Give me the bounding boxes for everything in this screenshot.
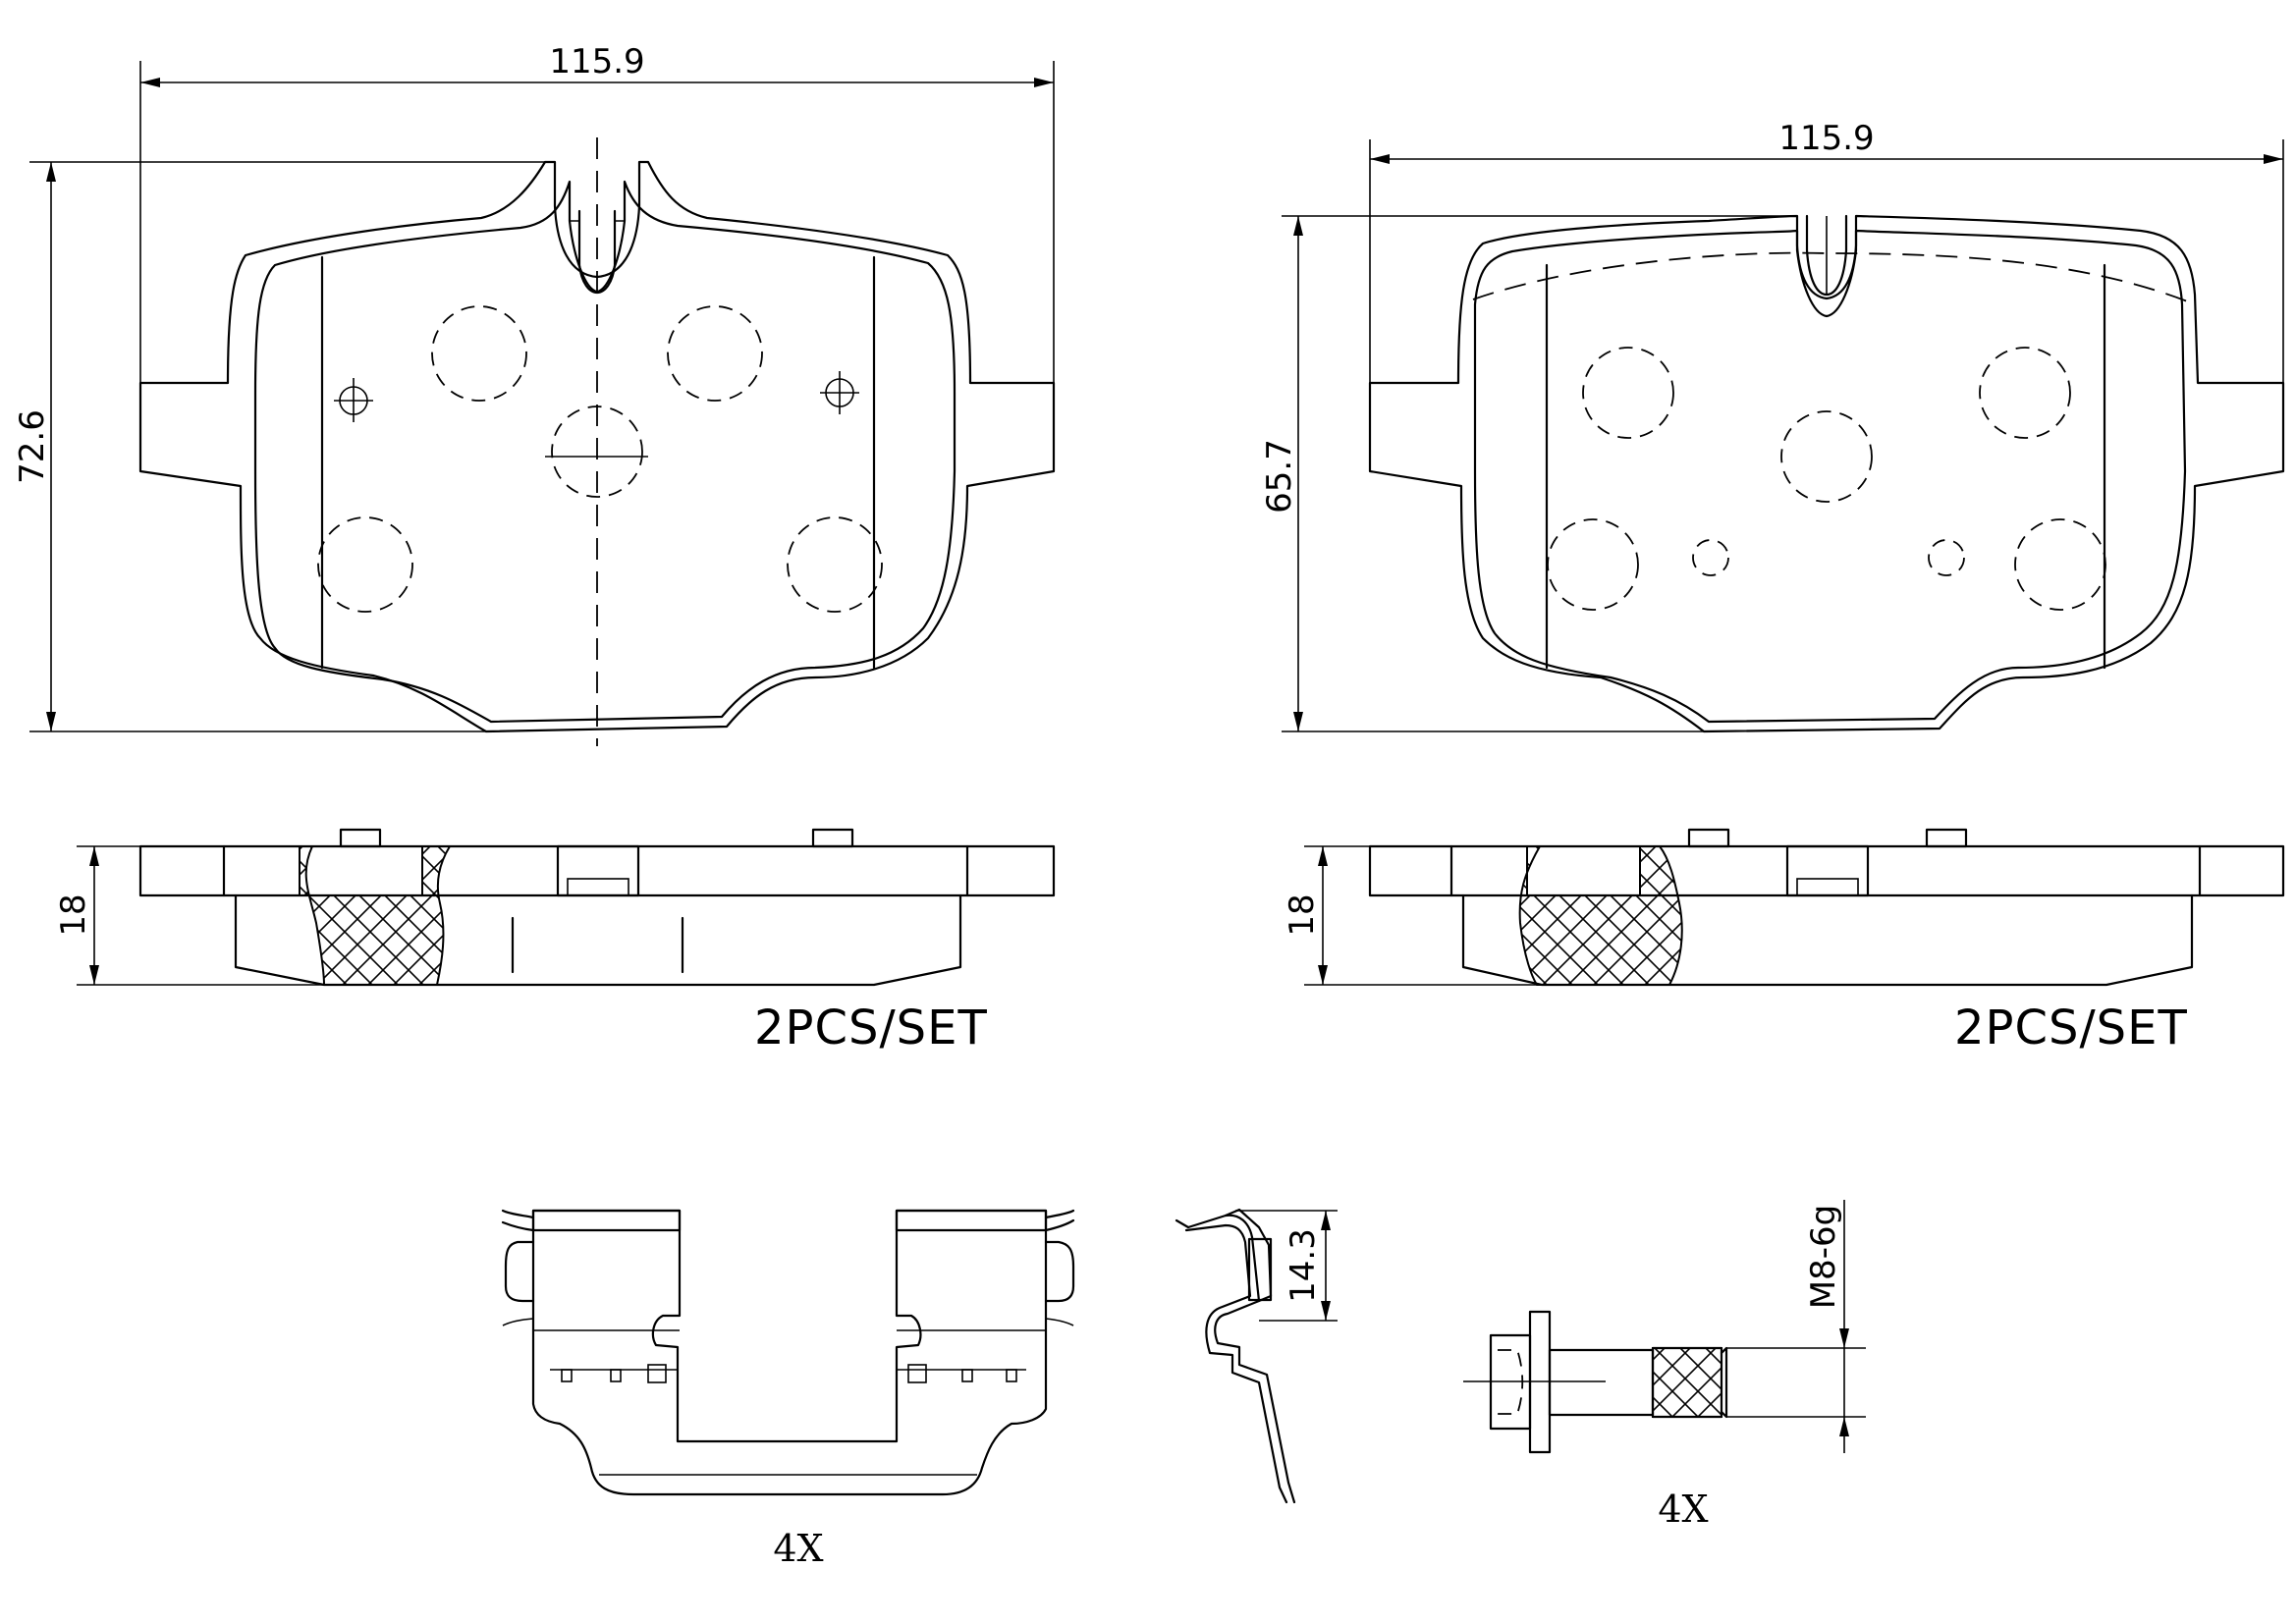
left-width-label: 115.9 xyxy=(549,42,644,81)
left-set-note: 2PCS/SET xyxy=(754,1001,988,1055)
clip-tabs xyxy=(550,1364,1026,1383)
right-backing-plate xyxy=(1368,214,2285,733)
left-crosshair-hole xyxy=(820,371,859,414)
left-piston-circle xyxy=(317,516,413,613)
left-piston-circle xyxy=(551,406,643,498)
right-pad-side-view: 18 2PCS/SET xyxy=(1283,828,2285,1055)
spring-height-dimension: 14.3 xyxy=(1235,1210,1338,1322)
guide-bolt-drawing: M8-6g 4X xyxy=(1463,1200,1866,1531)
right-piston-circle xyxy=(2014,518,2106,611)
left-width-dimension: 115.9 xyxy=(139,42,1055,393)
left-crosshair-hole xyxy=(334,378,373,422)
right-thickness-dimension: 18 xyxy=(1283,845,1542,986)
bolt-thread-label: M8-6g xyxy=(1804,1205,1843,1309)
right-set-note: 2PCS/SET xyxy=(1954,1001,2188,1055)
left-friction-material xyxy=(253,180,957,724)
right-hatched-section xyxy=(1518,845,1683,986)
right-piston-circle xyxy=(1780,410,1873,503)
right-piston-circle xyxy=(1547,518,1639,611)
left-thickness-label: 18 xyxy=(54,893,93,936)
spring-height-label: 14.3 xyxy=(1284,1228,1323,1303)
right-piston-circle xyxy=(1979,347,2071,439)
bolt-quantity: 4X xyxy=(1658,1488,1708,1531)
right-height-label: 65.7 xyxy=(1260,439,1299,514)
left-height-label: 72.6 xyxy=(13,409,52,484)
right-width-label: 115.9 xyxy=(1778,119,1874,158)
right-width-dimension: 115.9 xyxy=(1369,119,2284,393)
right-pad-front-view: 115.9 65.7 xyxy=(1260,119,2285,733)
left-pad-side-view: 18 2PCS/SET xyxy=(54,828,1056,1055)
right-piston-circle xyxy=(1582,347,1674,439)
left-pad-front-view: 115.9 72.6 xyxy=(13,42,1056,746)
left-height-dimension: 72.6 xyxy=(13,161,555,732)
right-wear-line xyxy=(1472,251,2191,303)
left-piston-circle xyxy=(787,516,883,613)
right-small-hole xyxy=(1928,539,1965,576)
abutment-clip-drawing: 4X xyxy=(501,1209,1075,1570)
right-small-hole xyxy=(1692,539,1729,576)
left-backing-plate xyxy=(138,160,1056,733)
left-thickness-dimension: 18 xyxy=(54,845,324,986)
bolt-thread-dimension: M8-6g xyxy=(1804,1200,1849,1453)
spring-clip-drawing: 14.3 xyxy=(1175,1208,1338,1504)
right-height-dimension: 65.7 xyxy=(1260,215,1797,732)
right-friction-material xyxy=(1473,229,2187,724)
left-piston-circle xyxy=(431,305,527,402)
left-hatched-section xyxy=(299,845,452,986)
right-thickness-label: 18 xyxy=(1283,893,1322,936)
left-piston-circle xyxy=(667,305,763,402)
clip-quantity: 4X xyxy=(773,1527,823,1570)
